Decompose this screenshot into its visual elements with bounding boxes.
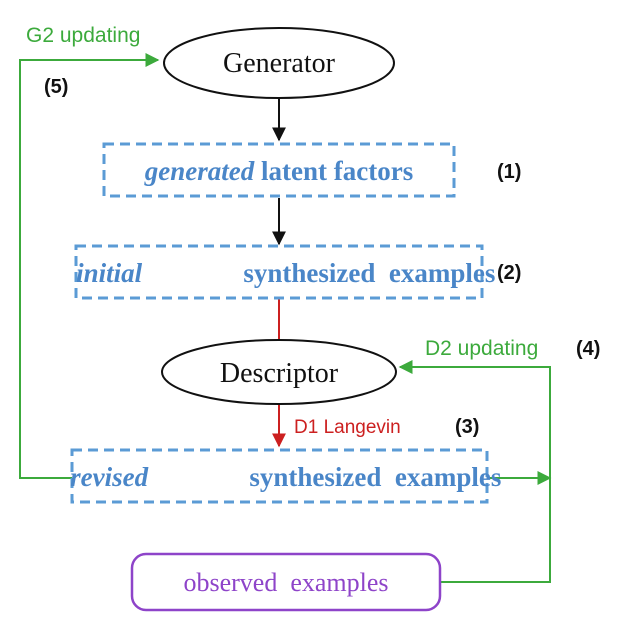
edge-g2-updating-loop [19,53,160,479]
initial-synthesized-examples-node: initial synthesized examples [29,244,529,300]
initial-space [189,258,196,288]
g2-updating-label: G2 updating [26,24,140,47]
step-1-label: (1) [497,161,521,183]
descriptor-node: Descriptor [161,339,397,405]
svg-text:generated latent: generated latent factors [144,156,413,186]
svg-text:initial synthesi: initial synthesized examples [29,258,529,288]
revised-emph: revised [70,462,148,492]
step-2-label: (2) [497,262,521,284]
descriptor-label: Descriptor [220,358,339,389]
revised-synthesized-examples-node: revised synthesized examples [23,448,535,504]
d2-updating-label: D2 updating [425,337,538,360]
latent-factors-text: latent factors [261,156,413,186]
observed-examples-label: observed examples [183,568,388,597]
svg-text:revised synthesi: revised synthesized examples [23,462,535,492]
revised-space [195,462,202,492]
revised-rest: synthesized examples [249,462,501,492]
generator-node: Generator [163,27,395,99]
initial-rest: synthesized examples [243,258,495,288]
step-4-label: (4) [576,338,600,360]
observed-examples-node: observed examples [130,552,442,612]
d1-langevin-label: D1 Langevin [294,417,401,438]
generator-label: Generator [223,48,336,79]
initial-emph: initial [76,258,143,288]
generated-emph: generated [144,156,255,186]
step-3-label: (3) [455,416,479,438]
edge-d2-updating-loop [398,360,551,583]
generated-latent-factors-node: generated latent factors [102,142,456,198]
step-5-label: (5) [44,76,68,98]
